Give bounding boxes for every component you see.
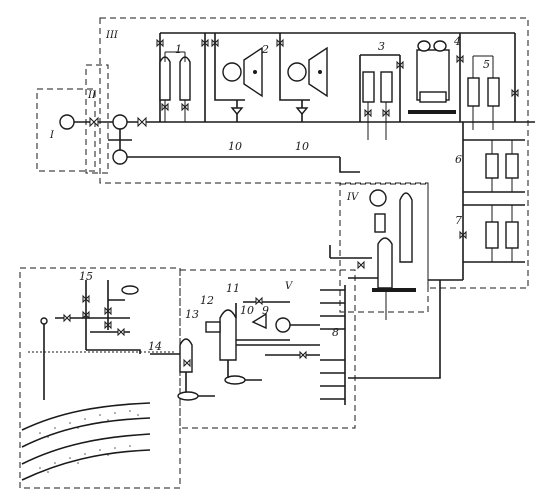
label-14: 14	[148, 340, 162, 353]
separator-6a	[485, 153, 499, 179]
valve-9	[251, 312, 267, 330]
storage-tank	[419, 91, 447, 103]
unit-4-5-separators	[456, 33, 519, 130]
pump-10	[275, 317, 291, 333]
label-1: 1	[175, 43, 182, 56]
exchanger-2b	[287, 62, 307, 82]
separator-1a	[159, 56, 171, 101]
zone-IV-filter	[374, 213, 386, 233]
label-4: 4	[453, 35, 461, 48]
zone-IV-equipment	[329, 157, 416, 320]
label-9: 9	[262, 304, 269, 317]
well-zone-boundary	[19, 267, 181, 489]
zone-I-equipment	[59, 114, 116, 130]
separator-7a	[485, 221, 499, 249]
separator-3b	[380, 71, 393, 103]
unit-3-separators	[359, 54, 404, 140]
zone-II-boundary	[85, 64, 109, 174]
inlet-separator-group	[108, 114, 340, 165]
separator-13	[179, 338, 193, 373]
valve-icon	[211, 38, 284, 48]
zone-V-boundary	[179, 269, 356, 429]
formation-stipple	[39, 410, 139, 473]
unit-13-box	[205, 321, 221, 333]
well-equipment	[21, 280, 175, 481]
inlet-valve-icon	[89, 116, 99, 128]
valve-icon	[357, 260, 365, 270]
valve-icon	[137, 116, 147, 128]
valve-icon	[456, 54, 519, 98]
separator-3a	[362, 71, 375, 103]
label-2: 2	[261, 43, 269, 56]
unit-2-exchangers	[211, 33, 328, 122]
number-labels: I II III IV V 1 2 3 4 5 6 7 8 9 10 10 10…	[49, 30, 490, 353]
storage-unit	[408, 40, 456, 114]
inlet-separator-top	[112, 114, 128, 130]
separator-6b	[505, 153, 519, 179]
wellhead-separator	[121, 285, 139, 295]
valve-icon	[156, 38, 209, 112]
base-frame	[408, 110, 456, 114]
inlet-separator-bottom	[112, 149, 128, 165]
zone-IV-pump	[369, 189, 387, 207]
zone-label-III: III	[105, 30, 119, 41]
drum-b	[177, 391, 199, 401]
drain-valve-icon	[230, 107, 244, 116]
label-15: 15	[79, 270, 93, 283]
zone-III-boundary	[99, 17, 529, 289]
exchanger-2a	[222, 62, 242, 82]
zone-label-II: II	[87, 90, 97, 101]
zone-IV-base	[372, 288, 416, 292]
separator-5b	[487, 77, 500, 107]
column-12	[219, 309, 237, 361]
zone-IV-boundary	[339, 183, 429, 313]
unit-7-separators	[459, 204, 525, 263]
separator-1b	[179, 56, 191, 101]
zone-label-I: I	[49, 130, 55, 141]
zone-V-equipment	[150, 296, 320, 401]
valve-icon	[63, 294, 125, 337]
label-13: 13	[185, 308, 199, 321]
label-11: 11	[226, 282, 240, 295]
source-compressor-symbol	[59, 114, 75, 130]
label-7: 7	[455, 214, 462, 227]
valve-icon	[459, 230, 467, 240]
valve-icon	[364, 60, 404, 118]
label-10a: 10	[228, 140, 242, 153]
label-8: 8	[332, 326, 339, 339]
label-12: 12	[200, 294, 214, 307]
unit-1-separators	[152, 32, 535, 123]
zone-boundaries	[19, 17, 529, 489]
label-6: 6	[455, 153, 462, 166]
unit-6-separators	[462, 122, 525, 280]
gauge-icon	[40, 317, 48, 325]
label-10c: 10	[240, 304, 254, 317]
separator-5a	[467, 77, 480, 107]
zone-IV-column	[399, 192, 413, 263]
label-3: 3	[378, 40, 385, 53]
valve-icon	[183, 296, 307, 368]
label-5: 5	[483, 58, 490, 71]
drain-valve-icon	[295, 107, 309, 116]
label-10b: 10	[295, 140, 309, 153]
separator-7b	[505, 221, 519, 249]
zone-IV-separator	[377, 237, 393, 289]
zone-label-V: V	[285, 281, 294, 292]
zone-label-IV: IV	[346, 192, 360, 203]
manifold-piping	[320, 279, 463, 405]
